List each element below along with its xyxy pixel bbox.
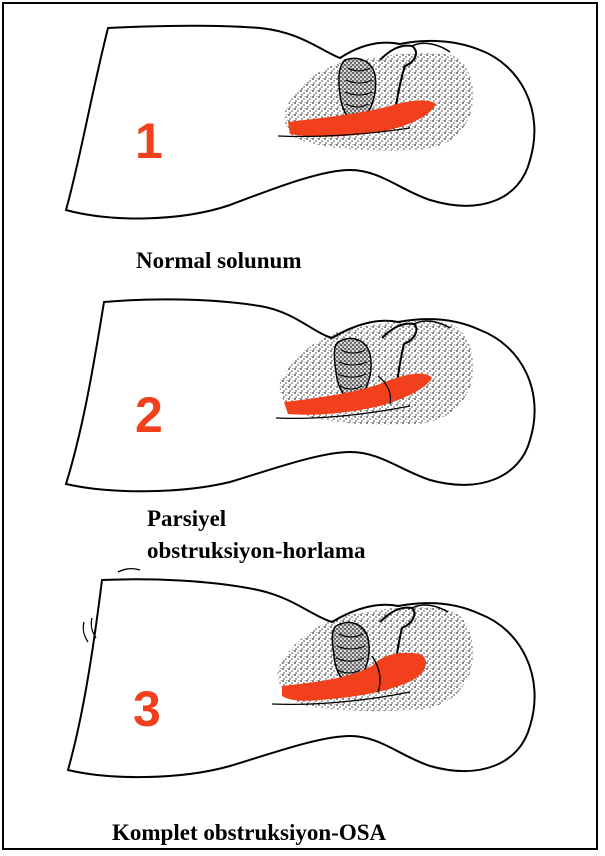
panel-number: 2 (135, 387, 163, 443)
motion-mark (83, 622, 88, 642)
head-neck-illustration-1: 1 (0, 0, 605, 240)
panel-number: 1 (135, 113, 163, 169)
caption-line-1: Parsiyel (147, 504, 226, 534)
panel-2-partial: 2 Parsiyel obstruksiyon-horlama (0, 272, 605, 512)
caption-line-1: Komplet obstruksiyon-OSA (112, 818, 386, 848)
motion-mark (118, 569, 140, 572)
panel-3-complete: 3 Komplet obstruksiyon-OSA (0, 560, 605, 800)
panel-number: 3 (133, 681, 161, 737)
panel-1-normal: 1 Normal solunum (0, 0, 605, 240)
nasal-line (412, 43, 450, 52)
head-neck-illustration-2: 2 (0, 272, 605, 512)
head-neck-illustration-3: 3 (0, 560, 605, 800)
